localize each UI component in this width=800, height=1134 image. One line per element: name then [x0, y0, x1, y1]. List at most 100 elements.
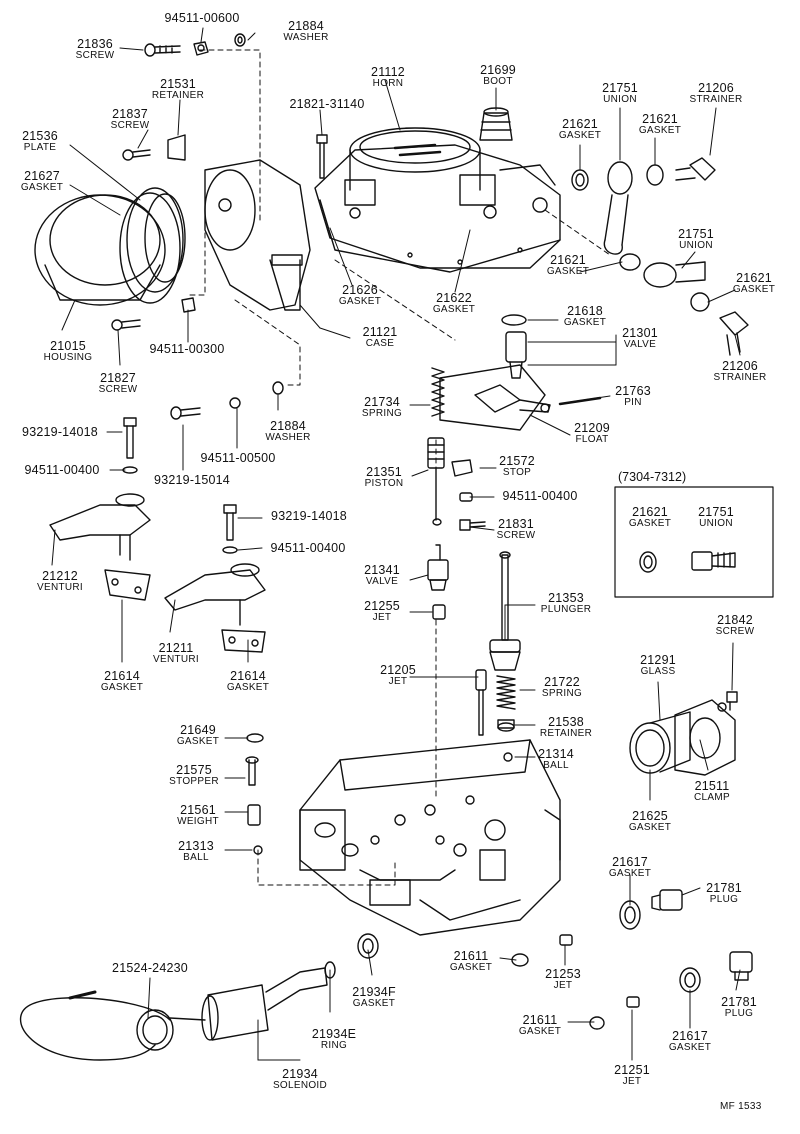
washer-21884-top: [234, 33, 246, 47]
jet-21253: [559, 934, 573, 946]
stopper-21575: [245, 756, 259, 786]
float-bowl-body: [299, 739, 561, 936]
gasket-21621-b: [646, 164, 664, 186]
label-94511-00400-b: 94511-00400: [502, 489, 578, 503]
inset-gasket: [639, 551, 657, 573]
screw-21837: [122, 149, 151, 161]
gasket-21618: [501, 314, 527, 326]
valve-21301: [505, 331, 527, 379]
leader-lines: [51, 27, 741, 1061]
label-94511-00300: 94511-00300: [149, 342, 225, 356]
gasket-21649: [246, 733, 264, 743]
case-part: [204, 159, 311, 311]
screw-93219-15014: [170, 406, 201, 420]
nut-94511-00600: [193, 41, 209, 56]
solenoid-assembly: [19, 961, 336, 1061]
spring-21722: [496, 675, 516, 710]
washer-94511-00400-a: [122, 466, 138, 474]
gasket-21611-b: [589, 1016, 605, 1030]
float-part: [439, 364, 551, 431]
screw-93219-14018-b: [223, 504, 237, 541]
screw-21836: [144, 43, 181, 57]
inset-range-label: (7304-7312): [618, 470, 687, 484]
plug-21781-a: [651, 889, 683, 911]
label-94511-00400-a: 94511-00400: [24, 463, 100, 477]
screw-21831: [459, 519, 486, 531]
union-21751-b: [643, 261, 706, 288]
venturi-21212: [49, 493, 151, 601]
plate-gasket: [119, 187, 186, 304]
screw-93219-14018-a: [123, 417, 137, 459]
strainer-21206-a: [675, 157, 716, 181]
label-93219-14018-b: 93219-14018: [271, 509, 347, 523]
figure-code: MF 1533: [720, 1101, 762, 1112]
gasket-21617-a: [619, 900, 641, 930]
jet-21251: [626, 996, 640, 1008]
screw-21821: [316, 134, 328, 179]
air-horn-body: [314, 127, 561, 273]
housing-part: [34, 194, 166, 306]
label-21821-31140: 21821-31140: [289, 97, 365, 111]
retainer-21538: [497, 719, 515, 732]
plunger-part: [489, 551, 521, 671]
jet-21205: [475, 669, 487, 736]
weight-21561: [247, 804, 261, 826]
gasket-21621-c: [619, 253, 641, 271]
strainer-21206-b: [719, 311, 749, 356]
label-93219-14018-a: 93219-14018: [22, 425, 98, 439]
washer-21884-mid: [272, 381, 284, 395]
gasket-21621-d: [690, 292, 710, 312]
plug-21781-b: [729, 951, 753, 981]
screw-21842: [726, 691, 738, 711]
venturi-21211: [164, 563, 266, 653]
valve-21341: [427, 544, 449, 591]
gasket-21617-b: [679, 967, 701, 993]
retainer-part: [167, 134, 186, 161]
